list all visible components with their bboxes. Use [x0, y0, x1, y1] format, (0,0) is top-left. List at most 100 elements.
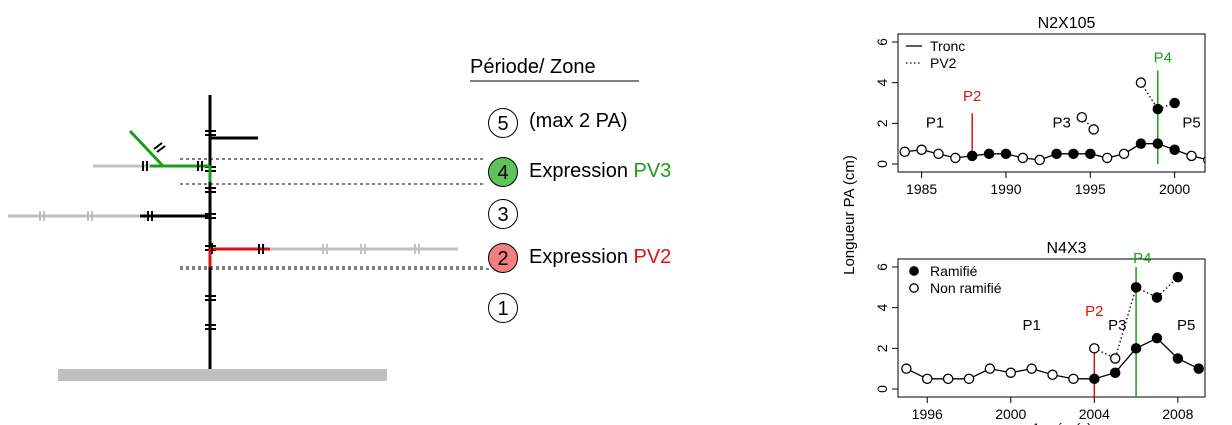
zone-4-highlight: PV3 — [633, 160, 672, 182]
data-point — [1193, 363, 1204, 374]
legend-label: Tronc — [930, 38, 965, 54]
zone-4-circle: 4 — [488, 157, 518, 187]
series-line — [1094, 287, 1137, 360]
x-tick-label: 2008 — [1162, 406, 1193, 422]
legend-label: PV2 — [930, 55, 957, 71]
x-tick-label: 2000 — [1159, 181, 1190, 197]
y-tick-label: 0 — [874, 160, 890, 168]
data-point — [916, 144, 927, 156]
data-point — [1130, 282, 1142, 293]
data-point — [1169, 144, 1180, 156]
data-point — [1005, 367, 1017, 378]
data-point — [1186, 150, 1197, 162]
zone-5-text: (max 2 PA) — [529, 110, 628, 132]
data-point — [963, 373, 975, 385]
data-point — [966, 150, 978, 162]
data-point — [1169, 97, 1180, 109]
zone-4-label: Expression PV3 — [529, 160, 671, 183]
period-annotation: P2 — [963, 88, 981, 105]
chart-title: N4X3 — [1046, 240, 1086, 257]
y-tick-label: 2 — [874, 119, 890, 127]
period-annotation: P1 — [1022, 317, 1040, 334]
data-point — [1109, 353, 1121, 364]
zone-2-text: Expression — [529, 246, 634, 268]
x-axis-label: Année (y) — [1031, 420, 1092, 425]
zone-2-highlight: PV2 — [633, 246, 672, 268]
data-point — [1068, 148, 1079, 160]
legend-swatch — [909, 283, 919, 293]
branch-middle — [8, 211, 210, 221]
data-point — [1051, 148, 1062, 160]
period-annotation: P4 — [1154, 49, 1172, 66]
data-point — [901, 363, 912, 374]
y-tick-label: 2 — [874, 344, 890, 352]
data-point — [1017, 152, 1029, 164]
period-annotation: P5 — [1182, 114, 1200, 131]
data-point — [1118, 148, 1130, 160]
data-point — [1109, 367, 1121, 378]
data-point — [1172, 353, 1184, 364]
zone-1-circle: 1 — [488, 293, 518, 323]
trunk-nodes — [205, 130, 216, 330]
data-point — [1076, 111, 1088, 123]
data-point — [1047, 369, 1058, 381]
zone-2-label: Expression PV2 — [529, 246, 671, 269]
y-tick-label: 6 — [874, 38, 890, 46]
zone-5-label: (max 2 PA) — [529, 110, 628, 133]
data-point — [950, 152, 961, 164]
period-annotation: P1 — [926, 114, 944, 131]
data-point — [1203, 155, 1205, 164]
data-point — [1089, 373, 1100, 385]
x-tick-label: 1995 — [1075, 181, 1106, 197]
x-tick-label: 2000 — [995, 406, 1026, 422]
y-tick-label: 4 — [874, 304, 890, 312]
x-tick-label: 1985 — [906, 181, 937, 197]
data-point — [1085, 148, 1096, 160]
data-point — [1152, 103, 1164, 115]
branch-pv3 — [93, 129, 212, 182]
data-point — [942, 373, 954, 385]
legend-label: Non ramifié — [930, 280, 1002, 296]
zone-3-circle: 3 — [488, 199, 518, 229]
data-point — [1172, 271, 1184, 283]
y-tick-label: 0 — [874, 385, 890, 393]
data-point — [983, 148, 995, 160]
period-annotation: P5 — [1177, 317, 1195, 334]
plot-frame — [897, 33, 1206, 173]
data-point — [921, 373, 933, 385]
series-line — [1081, 116, 1095, 130]
data-point — [1151, 292, 1163, 303]
y-tick-label: 4 — [874, 79, 890, 87]
zone-2-circle: 2 — [488, 243, 518, 273]
period-annotation: P3 — [1052, 114, 1070, 131]
period-annotation: P2 — [1085, 303, 1103, 320]
data-point — [1000, 148, 1012, 160]
data-point — [1151, 332, 1163, 344]
data-point — [1130, 343, 1142, 354]
data-point — [933, 148, 944, 160]
legend-title: Période/ Zone — [470, 56, 596, 78]
data-point — [899, 146, 910, 158]
data-point — [1068, 373, 1079, 385]
data-point — [1026, 363, 1037, 374]
period-annotation: P3 — [1108, 317, 1126, 334]
x-tick-label: 2004 — [1079, 406, 1110, 422]
x-tick-label: 1990 — [990, 181, 1021, 197]
ground-bar — [58, 369, 387, 381]
data-point — [1101, 152, 1113, 164]
branch-pv2 — [208, 243, 458, 267]
data-point — [1089, 343, 1100, 354]
zone-boundaries — [180, 158, 490, 270]
data-point — [984, 363, 996, 374]
y-tick-label: 6 — [874, 263, 890, 271]
data-point — [1034, 154, 1045, 166]
y-axis-label: Longueur PA (cm) — [841, 155, 858, 275]
legend-label: Ramifié — [930, 263, 978, 279]
data-point — [1152, 138, 1164, 149]
zone-5-circle: 5 — [488, 108, 518, 138]
data-point — [1135, 77, 1147, 88]
chart-n4x3: N4X319962000200420080246Année (y)P1P2P3P… — [874, 240, 1206, 425]
legend-swatch — [909, 266, 919, 276]
